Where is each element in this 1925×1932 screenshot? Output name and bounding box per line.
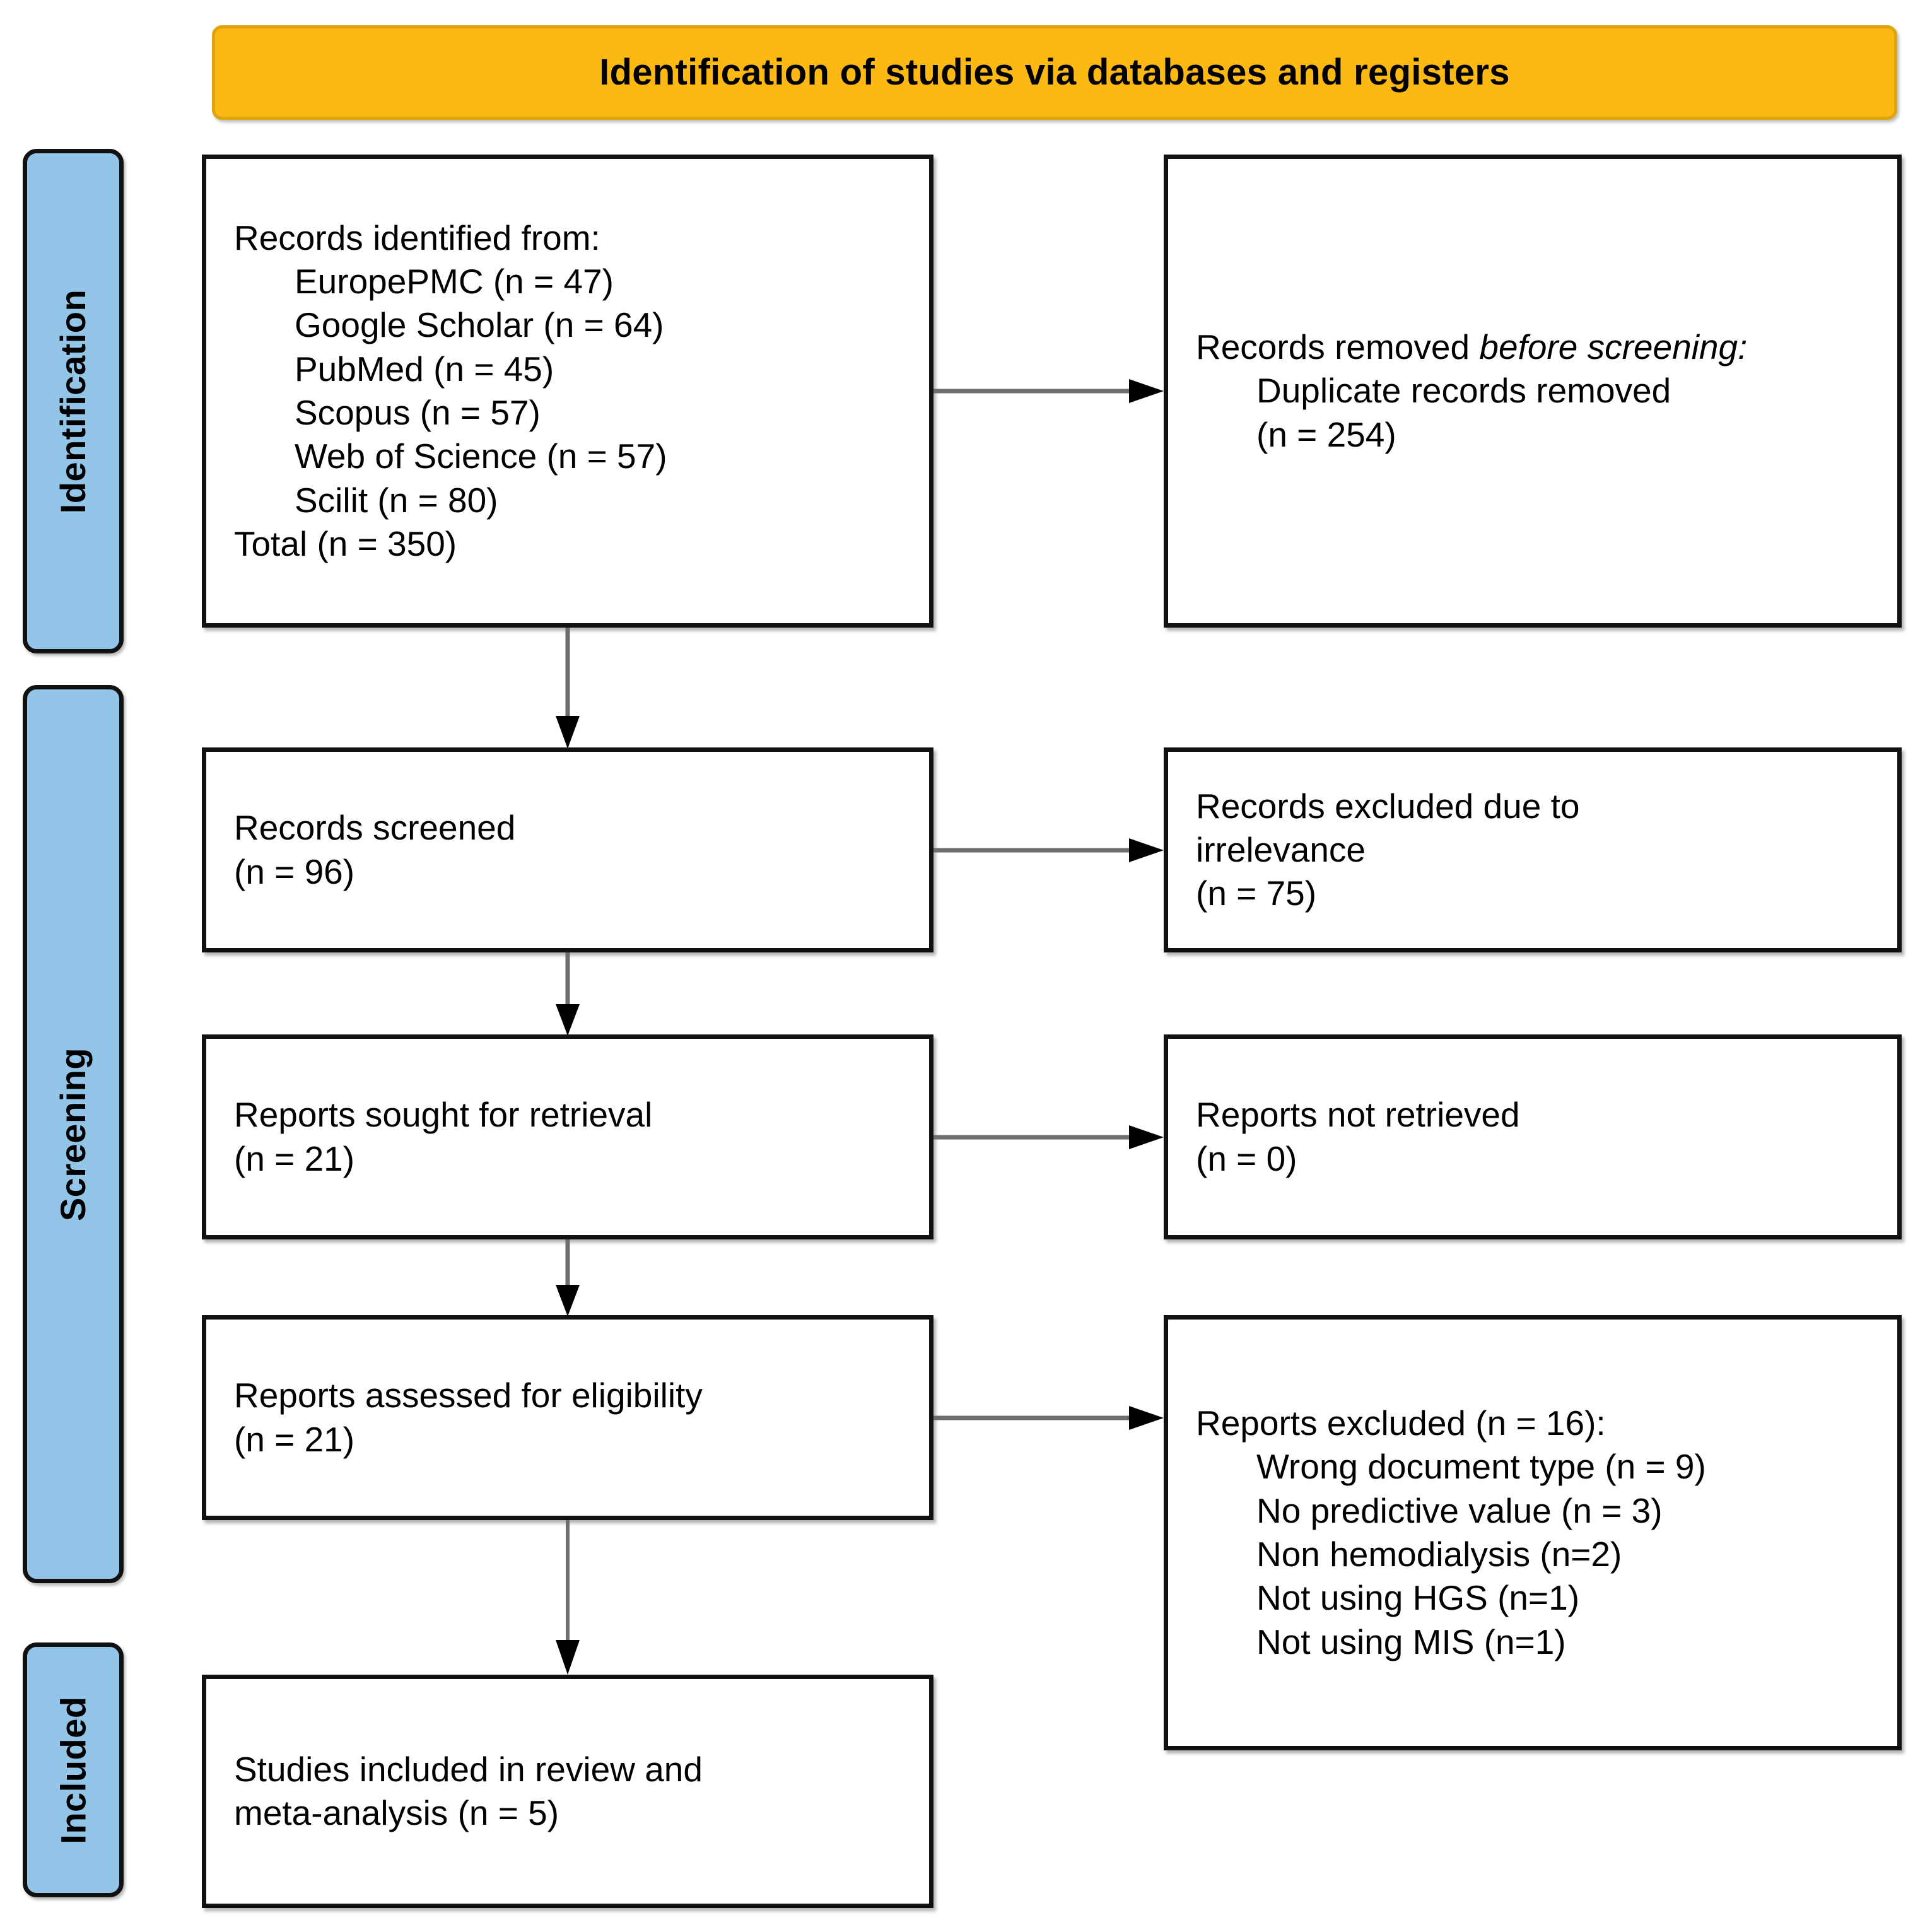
records-excluded-label-line2: irrelevance xyxy=(1196,829,1366,869)
connector-screened-to-excluded xyxy=(933,838,1167,863)
reports-not-retrieved-label: Reports not retrieved xyxy=(1196,1095,1520,1135)
box-records-excluded-irrelevance: Records excluded due to irrelevance (n =… xyxy=(1164,747,1902,952)
reason-not-using-hgs: Not using HGS (n=1) xyxy=(1256,1578,1580,1618)
studies-included-line2: meta-analysis (n = 5) xyxy=(234,1793,559,1832)
box-records-removed: Records removed before screening: Duplic… xyxy=(1164,155,1902,628)
header-banner: Identification of studies via databases … xyxy=(212,25,1897,120)
box-records-identified: Records identified from: EuropePMC (n = … xyxy=(202,155,933,628)
connector-identified-to-screened xyxy=(555,628,580,751)
source-google-scholar: Google Scholar (n = 64) xyxy=(295,305,664,345)
source-total: Total (n = 350) xyxy=(234,524,457,563)
records-removed-heading-normal: Records removed xyxy=(1196,327,1480,367)
stage-label-screening: Screening xyxy=(23,685,124,1583)
box-reports-excluded: Reports excluded (n = 16): Wrong documen… xyxy=(1164,1315,1902,1750)
stage-label-included: Included xyxy=(23,1642,124,1897)
studies-included-line1: Studies included in review and xyxy=(234,1749,703,1789)
stage-label-identification: Identification xyxy=(23,149,124,653)
box-reports-assessed: Reports assessed for eligibility (n = 21… xyxy=(202,1315,933,1520)
box-reports-sought: Reports sought for retrieval (n = 21) xyxy=(202,1034,933,1239)
source-pubmed: PubMed (n = 45) xyxy=(295,349,554,389)
box-reports-not-retrieved: Reports not retrieved (n = 0) xyxy=(1164,1034,1902,1239)
reason-no-predictive-value: No predictive value (n = 3) xyxy=(1256,1490,1663,1530)
source-scopus: Scopus (n = 57) xyxy=(295,393,541,432)
source-web-of-science: Web of Science (n = 57) xyxy=(295,436,667,476)
duplicate-records-removed-label: Duplicate records removed xyxy=(1256,371,1671,411)
banner-title: Identification of studies via databases … xyxy=(599,52,1510,93)
reason-wrong-document-type: Wrong document type (n = 9) xyxy=(1256,1447,1706,1487)
reason-not-using-mis: Not using MIS (n=1) xyxy=(1256,1622,1566,1661)
box-records-screened: Records screened (n = 96) xyxy=(202,747,933,952)
reports-assessed-label: Reports assessed for eligibility xyxy=(234,1376,703,1415)
stage-label-identification-text: Identification xyxy=(53,289,93,513)
source-europepmc: EuropePMC (n = 47) xyxy=(295,262,614,302)
reports-assessed-count: (n = 21) xyxy=(234,1419,355,1459)
records-excluded-count: (n = 75) xyxy=(1196,874,1317,913)
records-removed-heading: Records removed before screening: xyxy=(1196,325,1869,369)
connector-assessed-to-reports-excluded xyxy=(933,1405,1167,1431)
reports-sought-count: (n = 21) xyxy=(234,1139,355,1178)
reports-sought-label: Reports sought for retrieval xyxy=(234,1095,653,1135)
connector-screened-to-sought xyxy=(555,952,580,1038)
box-studies-included: Studies included in review and meta-anal… xyxy=(202,1675,933,1908)
connector-identified-to-removed xyxy=(933,378,1167,404)
records-removed-heading-suffix: : xyxy=(1738,327,1748,367)
connector-sought-to-assessed xyxy=(555,1239,580,1318)
reason-non-hemodialysis: Non hemodialysis (n=2) xyxy=(1256,1535,1622,1574)
source-scilit: Scilit (n = 80) xyxy=(295,480,498,520)
records-identified-heading: Records identified from: xyxy=(234,218,600,257)
stage-label-screening-text: Screening xyxy=(53,1047,93,1221)
reports-excluded-heading: Reports excluded (n = 16): xyxy=(1196,1403,1606,1443)
connector-assessed-to-included xyxy=(555,1520,580,1678)
reports-not-retrieved-count: (n = 0) xyxy=(1196,1139,1297,1178)
connector-sought-to-not-retrieved xyxy=(933,1125,1167,1150)
records-removed-heading-italic: before screening xyxy=(1479,327,1738,367)
records-excluded-label-line1: Records excluded due to xyxy=(1196,786,1580,826)
records-screened-count: (n = 96) xyxy=(234,852,355,891)
duplicate-records-removed-count: (n = 254) xyxy=(1256,414,1396,454)
stage-label-included-text: Included xyxy=(53,1695,93,1844)
records-screened-label: Records screened xyxy=(234,808,516,848)
